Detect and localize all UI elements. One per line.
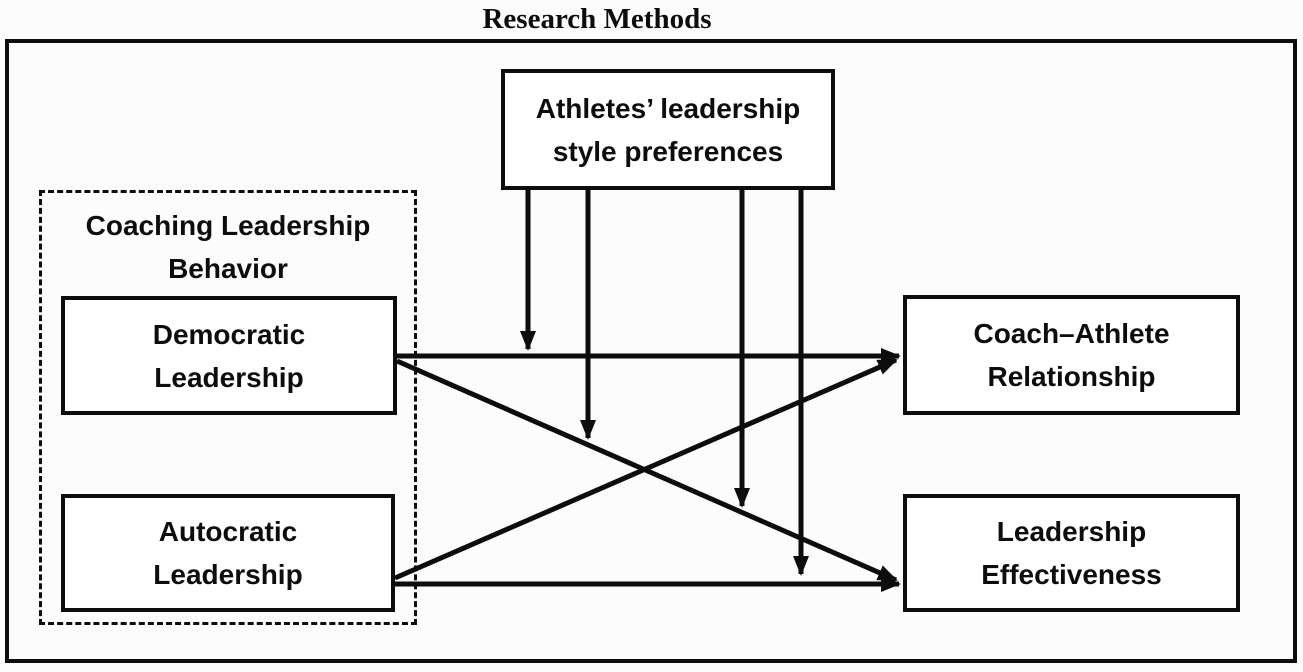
node-autocratic-leadership: Autocratic Leadership: [61, 494, 395, 612]
figure-title: Research Methods: [482, 3, 712, 35]
figure-border: [5, 39, 1297, 663]
node-leadership-effectiveness: Leadership Effectiveness: [903, 494, 1240, 612]
group-coaching-leadership-behavior-title: Coaching Leadership Behavior: [39, 204, 417, 290]
node-coach-athlete-relationship: Coach–Athlete Relationship: [903, 295, 1240, 415]
node-democratic-leadership: Democratic Leadership: [61, 296, 397, 415]
node-athletes-preferences: Athletes’ leadership style preferences: [501, 69, 835, 190]
node-coach-athlete-relationship-label: Coach–Athlete Relationship: [973, 318, 1170, 392]
node-autocratic-leadership-label: Autocratic Leadership: [153, 516, 303, 590]
node-athletes-preferences-label: Athletes’ leadership style preferences: [535, 92, 801, 167]
group-coaching-leadership-behavior-label: Coaching Leadership Behavior: [85, 210, 371, 284]
node-leadership-effectiveness-label: Leadership Effectiveness: [981, 516, 1162, 590]
node-democratic-leadership-label: Democratic Leadership: [152, 318, 306, 393]
